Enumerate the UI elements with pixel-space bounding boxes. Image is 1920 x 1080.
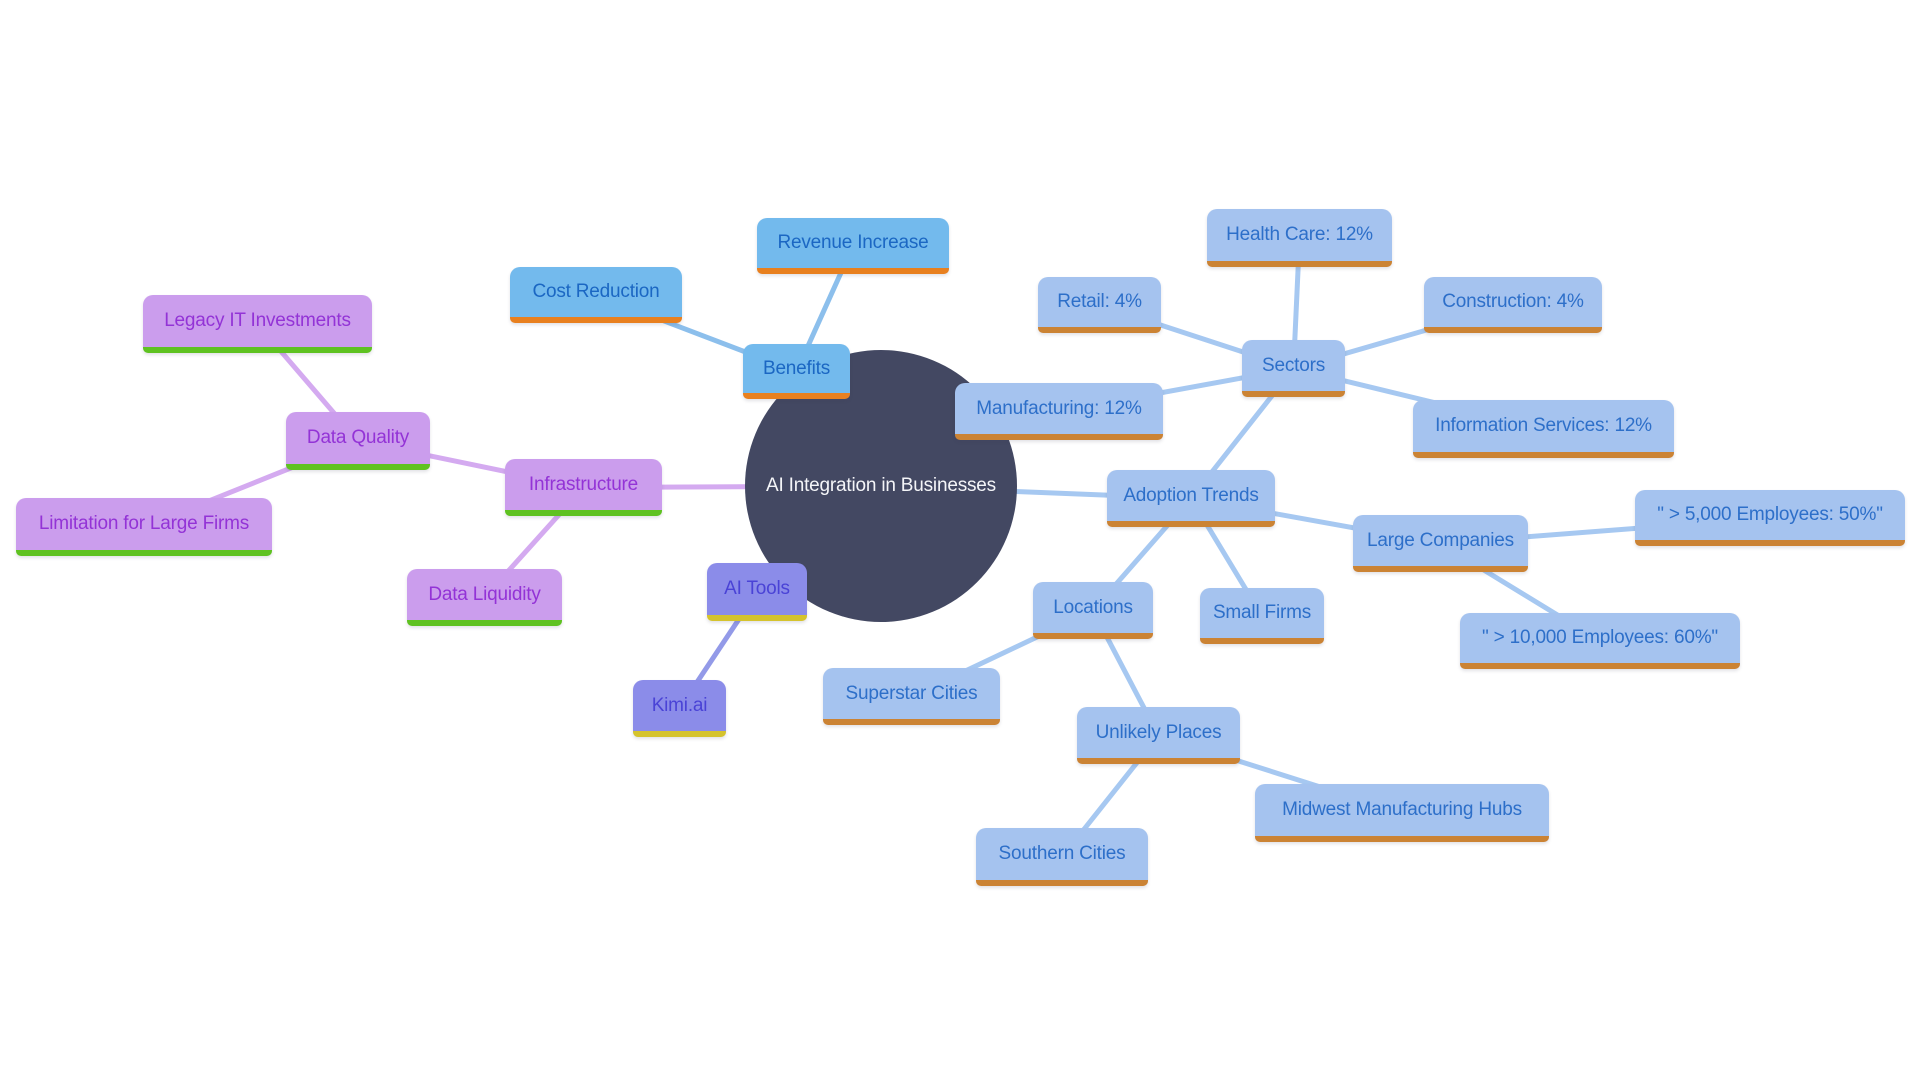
data-quality-node[interactable]: Data Quality: [286, 412, 430, 470]
health-care-node[interactable]: Health Care: 12%: [1207, 209, 1392, 267]
superstar-cities-node[interactable]: Superstar Cities: [823, 668, 1000, 725]
midwest-hubs-node[interactable]: Midwest Manufacturing Hubs: [1255, 784, 1549, 842]
employees-10000-node[interactable]: " > 10,000 Employees: 60%": [1460, 613, 1740, 669]
data-liquidity-node[interactable]: Data Liquidity: [407, 569, 562, 626]
infrastructure-node[interactable]: Infrastructure: [505, 459, 662, 516]
retail-node[interactable]: Retail: 4%: [1038, 277, 1161, 333]
information-services-node[interactable]: Information Services: 12%: [1413, 400, 1674, 458]
adoption-trends-node[interactable]: Adoption Trends: [1107, 470, 1275, 527]
ai-tools-node[interactable]: AI Tools: [707, 563, 807, 621]
locations-node[interactable]: Locations: [1033, 582, 1153, 639]
benefits-node[interactable]: Benefits: [743, 344, 850, 399]
kimi-node[interactable]: Kimi.ai: [633, 680, 726, 737]
employees-5000-node[interactable]: " > 5,000 Employees: 50%": [1635, 490, 1905, 546]
unlikely-places-node[interactable]: Unlikely Places: [1077, 707, 1240, 764]
southern-cities-node[interactable]: Southern Cities: [976, 828, 1148, 886]
sectors-node[interactable]: Sectors: [1242, 340, 1345, 397]
legacy-it-node[interactable]: Legacy IT Investments: [143, 295, 372, 353]
small-firms-node[interactable]: Small Firms: [1200, 588, 1324, 644]
manufacturing-node[interactable]: Manufacturing: 12%: [955, 383, 1163, 440]
construction-node[interactable]: Construction: 4%: [1424, 277, 1602, 333]
limitation-large-firms-node[interactable]: Limitation for Large Firms: [16, 498, 272, 556]
large-companies-node[interactable]: Large Companies: [1353, 515, 1528, 572]
cost-reduction-node[interactable]: Cost Reduction: [510, 267, 682, 323]
revenue-increase-node[interactable]: Revenue Increase: [757, 218, 949, 274]
